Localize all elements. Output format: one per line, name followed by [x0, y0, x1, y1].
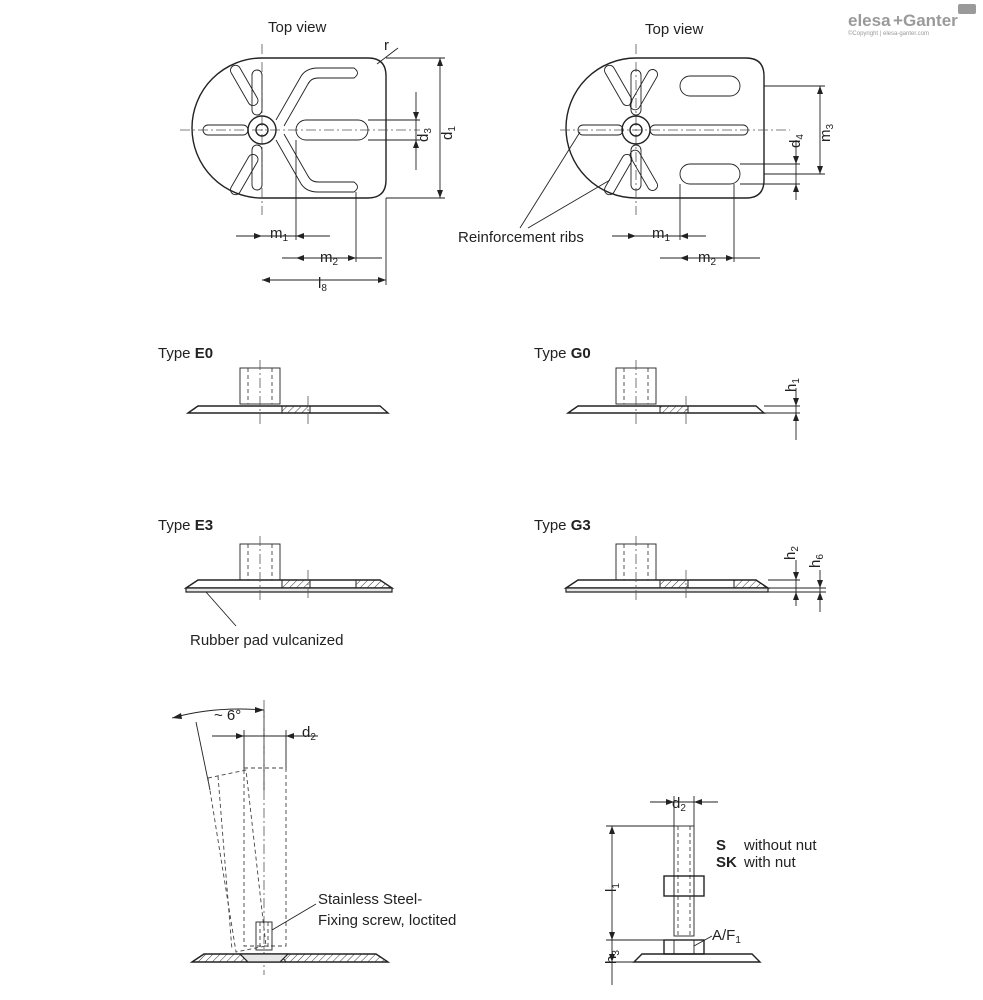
plate-g0 — [565, 405, 766, 414]
dim-l8-label: l8 — [318, 275, 327, 294]
plate-e0 — [185, 405, 390, 414]
curved-rib-top — [275, 67, 358, 127]
brand-logo: elesa + Ganter ©Copyright | elesa-ganter… — [848, 4, 976, 37]
threaded-stud — [673, 825, 695, 937]
top-view-left-title: Top view — [268, 19, 327, 36]
plate-outline-right — [565, 57, 765, 199]
type-g0-label: Type G0 — [534, 345, 591, 362]
plate-stud — [632, 953, 762, 963]
type-e0-section: Type E0 — [158, 345, 390, 425]
hex-nut — [663, 875, 705, 897]
logo-brand-right: Ganter — [903, 11, 958, 30]
dim-d1-label: d1 — [439, 126, 458, 140]
type-g3-label: Type G3 — [534, 517, 591, 534]
hex-head — [663, 939, 705, 955]
type-e0-label: Type E0 — [158, 345, 213, 362]
type-e3-section: Type E3 Rubber pad vulcanized — [158, 517, 395, 649]
hub-hole — [255, 123, 269, 137]
tilt-view: ~ 6° d2 Stainless Steel- Fixing screw, l… — [171, 700, 456, 975]
rubber-pad-e3 — [185, 587, 393, 593]
ribs-left — [202, 64, 263, 196]
dim-angle-label: ~ 6° — [214, 707, 241, 724]
rubber-pad-g3 — [565, 587, 769, 593]
dim-h2-label: h2 — [782, 546, 801, 560]
logo-brand-left: elesa — [848, 11, 891, 30]
screw-label-line1: Stainless Steel- — [318, 891, 422, 908]
legend-sk-text: with nut — [743, 854, 797, 871]
logo-brand-plus: + — [893, 11, 903, 30]
ribs-right — [577, 64, 749, 196]
dim-h3-label: h3 — [603, 950, 622, 964]
dim-r-label: r — [384, 37, 389, 54]
dim-m2-left-label: m2 — [320, 249, 339, 268]
top-view-left: Top view d3 — [180, 19, 458, 294]
dim-h6-label: h6 — [807, 554, 826, 568]
type-g3-section: Type G3 h2 h6 — [534, 517, 826, 612]
dim-d4-label: d4 — [787, 134, 806, 148]
dim-l1-label: l1 — [603, 883, 622, 892]
dim-m3-label: m3 — [817, 124, 836, 143]
type-g0-section: Type G0 h1 — [534, 345, 802, 440]
fixing-screw — [255, 921, 273, 951]
plate-outline-left — [191, 57, 387, 199]
screw-label-line2: Fixing screw, loctited — [318, 912, 456, 929]
dim-m1-right-label: m1 — [652, 225, 671, 244]
rubber-pad-label: Rubber pad vulcanized — [190, 632, 343, 649]
slot-right-bottom — [679, 163, 741, 185]
dim-m2-right-label: m2 — [698, 249, 717, 268]
logo-copyright: ©Copyright | elesa-ganter.com — [848, 30, 929, 37]
top-view-right-title: Top view — [645, 21, 704, 38]
legend-sk-code: SK — [716, 854, 737, 871]
top-view-right: Top view Reinforcement ribs d4 — [458, 21, 836, 268]
stud-view: d2 l1 h3 A/F1 — [603, 795, 817, 985]
logo-badge-icon — [958, 4, 976, 14]
legend-s-code: S — [716, 837, 726, 854]
dim-af-label: A/F1 — [712, 927, 741, 946]
slot-right-top — [679, 75, 741, 97]
legend-s-text: without nut — [743, 837, 817, 854]
curved-rib-bottom — [275, 133, 358, 193]
slot-left — [295, 119, 369, 141]
dim-m1-left-label: m1 — [270, 225, 289, 244]
reinforcement-ribs-label: Reinforcement ribs — [458, 229, 584, 246]
dim-h1-label: h1 — [783, 378, 802, 392]
type-e3-label: Type E3 — [158, 517, 213, 534]
dim-d2-stud-label: d2 — [672, 795, 686, 814]
dim-d2-tilt-label: d2 — [302, 724, 316, 743]
dim-d3-label: d3 — [415, 128, 434, 142]
